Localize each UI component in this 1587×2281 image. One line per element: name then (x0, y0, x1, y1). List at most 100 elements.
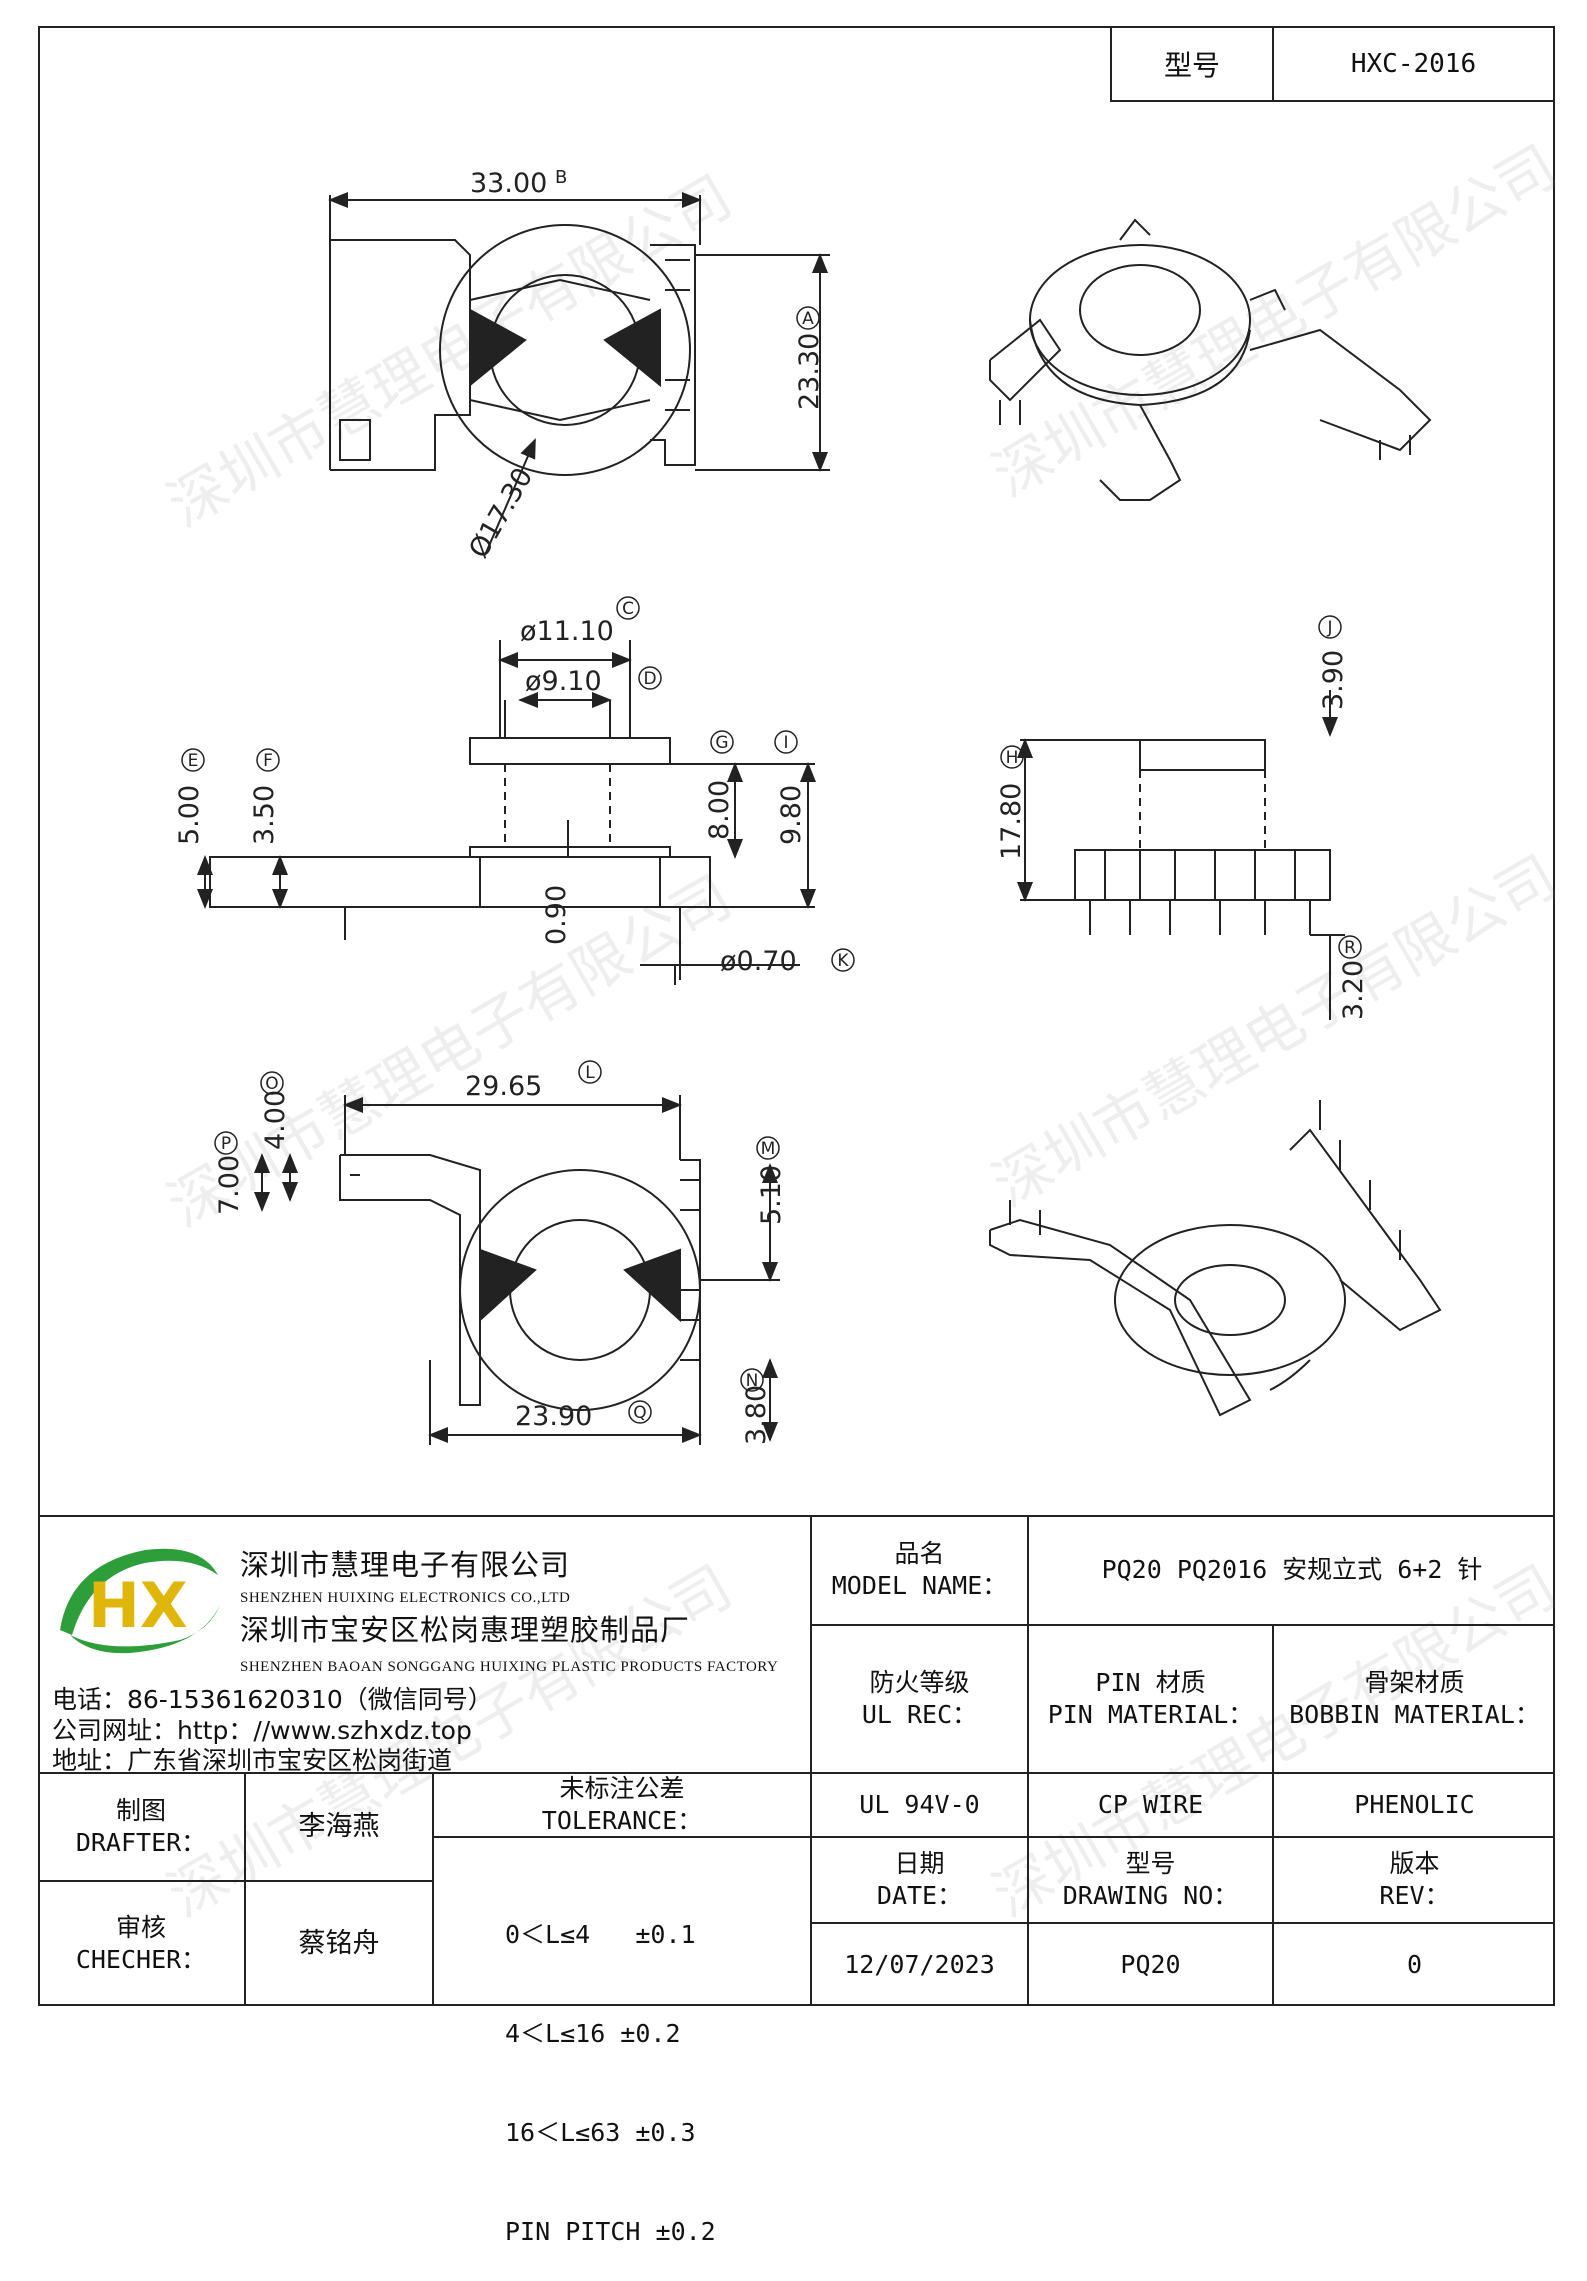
marker-c: C (616, 596, 640, 620)
dim-e: 5.00 (174, 785, 205, 845)
side-view-side (1074, 739, 1331, 935)
rev-value: 0 (1406, 1950, 1423, 1979)
svg-text:G: G (715, 733, 728, 753)
phone: 电话：86-15361620310（微信同号） (52, 1685, 493, 1714)
svg-text:O: O (265, 1074, 278, 1094)
website: 公司网址：http：//www.szhxdz.top (52, 1716, 472, 1745)
marker-h: H (1000, 745, 1024, 769)
dim-d: ø9.10 (525, 666, 602, 697)
tolerance-line: 4＜L≤16 ±0.2 (505, 2019, 681, 2048)
title-block (38, 1515, 1555, 2006)
factory-name-en: SHENZHEN BAOAN SONGGANG HUIXING PLASTIC … (240, 1659, 779, 1675)
marker-e: E (181, 748, 205, 772)
dim-n: 3.80 (741, 1385, 772, 1445)
marker-a: A (796, 306, 820, 330)
marker-m: M (756, 1136, 780, 1160)
drawing-no-value: PQ20 (1120, 1950, 1181, 1979)
svg-text:M: M (761, 1139, 776, 1159)
svg-text:P: P (221, 1134, 231, 1154)
tolerance-line: 0＜L≤4 ±0.1 (505, 1920, 696, 1949)
marker-r: R (1338, 935, 1362, 959)
pin-material-value: CP WIRE (1097, 1790, 1204, 1819)
address: 地址：广东省深圳市宝安区松岗街道 (52, 1746, 453, 1775)
dim-a: 23.30 (794, 333, 825, 410)
drawing-frame (38, 26, 1555, 2006)
side-view-front (209, 700, 711, 980)
model-number: HXC-2016 (1350, 49, 1477, 79)
marker-o: O (260, 1071, 284, 1095)
ul-value: UL 94V-0 (859, 1790, 980, 1819)
svg-text:E: E (188, 751, 199, 771)
dim-p: 7.00 (214, 1155, 245, 1215)
marker-d: D (638, 666, 662, 690)
dim-o: 4.00 (260, 1090, 291, 1150)
svg-text:I: I (783, 733, 788, 753)
drafter-name: 李海燕 (298, 1811, 380, 1842)
dim-m: 5.10 (756, 1165, 787, 1225)
marker-k: K (831, 948, 855, 972)
dim-r: 3.20 (1338, 960, 1369, 1020)
tolerance-line: 16＜L≤63 ±0.3 (505, 2118, 696, 2147)
model-label: 型号 (1112, 28, 1274, 100)
tolerance-list: 0＜L≤4 ±0.1 4＜L≤16 ±0.2 16＜L≤63 ±0.3 PIN … (505, 1852, 716, 2281)
top-view (329, 224, 696, 476)
date-value: 12/07/2023 (844, 1950, 995, 1979)
company-name-en: SHENZHEN HUIXING ELECTRONICS CO.,LTD (240, 1590, 571, 1606)
marker-n: N (740, 1368, 764, 1392)
marker-l: L (578, 1060, 602, 1084)
svg-text:N: N (746, 1371, 759, 1391)
model-header: 型号 HXC-2016 (1110, 26, 1555, 102)
dim-j: 3.90 (1318, 650, 1349, 710)
svg-text:F: F (263, 751, 273, 771)
marker-g: G (710, 730, 734, 754)
marker-q: Q (628, 1400, 652, 1424)
iso-view-top (989, 218, 1432, 501)
company-logo: HX (60, 1548, 220, 1654)
factory-name-cn: 深圳市宝安区松岗惠理塑胶制品厂 (240, 1613, 691, 1647)
dim-b: 33.00 (470, 168, 547, 199)
svg-text:D: D (643, 669, 656, 689)
marker-b: B (555, 167, 567, 188)
svg-text:L: L (585, 1063, 595, 1083)
bottom-view (339, 1154, 701, 1411)
dim-h: 17.80 (996, 783, 1027, 860)
dim-090: 0.90 (541, 885, 572, 945)
bobbin-material-value: PHENOLIC (1354, 1790, 1475, 1819)
svg-text:C: C (622, 599, 634, 619)
svg-text:A: A (802, 309, 814, 329)
model-name-value: PQ20 PQ2016 安规立式 6+2 针 (1101, 1554, 1483, 1584)
marker-j: J (1318, 615, 1342, 639)
dim-k: ø0.70 (720, 946, 797, 977)
dim-diameter: Ø17.30 (463, 463, 539, 564)
dim-f: 3.50 (249, 785, 280, 845)
iso-view-bottom (989, 1100, 1442, 1417)
dim-i: 9.80 (776, 785, 807, 845)
dim-q: 23.90 (515, 1401, 592, 1432)
company-name-block: 深圳市慧理电子有限公司 SHENZHEN HUIXING ELECTRONICS… (240, 1542, 778, 1676)
dim-l: 29.65 (465, 1071, 542, 1102)
dim-c: ø11.10 (520, 616, 614, 647)
svg-text:HX: HX (88, 1569, 188, 1642)
svg-text:K: K (837, 951, 849, 971)
svg-text:R: R (1344, 938, 1356, 958)
svg-text:H: H (1006, 748, 1019, 768)
svg-text:J: J (1326, 618, 1332, 638)
marker-f: F (256, 748, 280, 772)
company-name-cn: 深圳市慧理电子有限公司 (240, 1548, 571, 1582)
tolerance-line: PIN PITCH ±0.2 (505, 2217, 716, 2246)
checker-name: 蔡铭舟 (298, 1928, 380, 1959)
technical-drawing: 33.00 B 23.30 Ø17.30 ø11.10 ø9.10 5.00 3… (174, 167, 1442, 1445)
dim-g: 8.00 (704, 780, 735, 840)
marker-i: I (774, 730, 798, 754)
svg-text:Q: Q (633, 1403, 646, 1423)
